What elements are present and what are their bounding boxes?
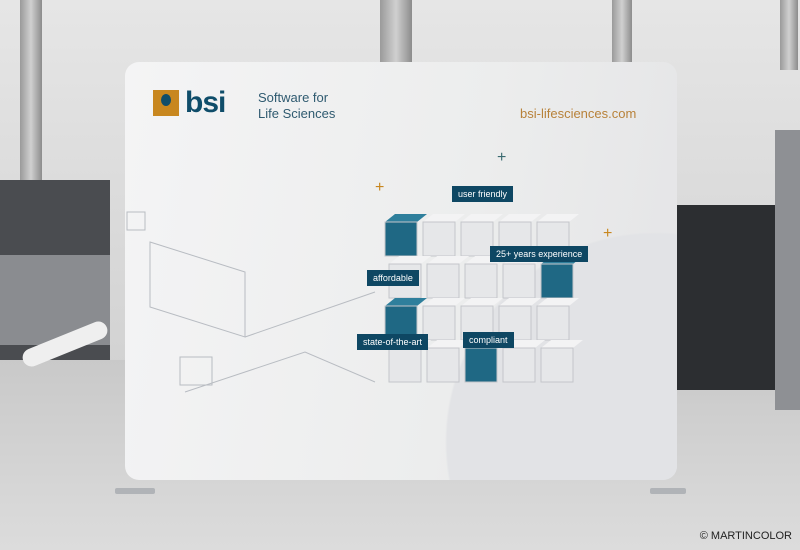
cube-block bbox=[540, 347, 574, 383]
cube-block bbox=[502, 263, 536, 299]
label-affordable: affordable bbox=[367, 270, 419, 286]
cube-illustration bbox=[384, 214, 583, 383]
copyright-text: © MARTINCOLOR bbox=[699, 530, 792, 542]
pillar bbox=[775, 130, 800, 410]
stand-foot bbox=[115, 488, 155, 494]
cube-top bbox=[537, 298, 579, 306]
cube-top bbox=[461, 298, 503, 306]
cube-block bbox=[426, 347, 460, 383]
cube-block bbox=[502, 347, 536, 383]
cube-block bbox=[536, 305, 570, 341]
plus-decoration-icon: + bbox=[603, 225, 613, 242]
air-duct bbox=[20, 0, 42, 180]
plus-decoration-icon: + bbox=[497, 149, 507, 166]
large-format-printer bbox=[675, 205, 775, 390]
cube-top bbox=[427, 340, 469, 348]
cube-block bbox=[464, 347, 498, 383]
cube-block bbox=[426, 263, 460, 299]
website-url: bsi-lifesciences.com bbox=[520, 106, 637, 121]
label-state-of-the-art: state-of-the-art bbox=[357, 334, 429, 350]
cube-block bbox=[540, 263, 574, 299]
cube-top bbox=[537, 214, 579, 222]
stand-foot bbox=[650, 488, 686, 494]
plus-decoration-icon: + bbox=[375, 179, 385, 196]
cube-top bbox=[385, 298, 427, 306]
tagline-line2: Life Sciences bbox=[258, 106, 336, 121]
cube-block bbox=[388, 347, 422, 383]
line-decoration bbox=[126, 211, 376, 393]
label-compliant: compliant bbox=[463, 332, 514, 348]
tagline-line1: Software for bbox=[258, 90, 329, 105]
logo-mark-icon bbox=[153, 90, 179, 116]
exhibition-backdrop: bsi Software for Life Sciences bsi-lifes… bbox=[125, 62, 677, 480]
cube-top bbox=[541, 340, 583, 348]
logo-text: bsi bbox=[185, 86, 226, 119]
label-user-friendly: user friendly bbox=[452, 186, 514, 202]
cube-top bbox=[423, 298, 465, 306]
air-duct bbox=[380, 0, 412, 62]
air-duct bbox=[780, 0, 798, 70]
cube-block bbox=[422, 221, 456, 257]
cube-top bbox=[499, 214, 541, 222]
air-duct bbox=[612, 0, 632, 62]
cube-block bbox=[460, 221, 494, 257]
cube-top bbox=[427, 256, 469, 264]
cube-top bbox=[385, 214, 427, 222]
cube-top bbox=[461, 214, 503, 222]
cube-block bbox=[384, 221, 418, 257]
tagline: Software for Life Sciences bbox=[258, 90, 335, 122]
cube-top bbox=[389, 256, 431, 264]
label-experience: 25+ years experience bbox=[490, 246, 589, 262]
bsi-logo: bsi bbox=[153, 86, 226, 119]
cube-top bbox=[423, 214, 465, 222]
cube-block bbox=[464, 263, 498, 299]
cube-top bbox=[499, 298, 541, 306]
